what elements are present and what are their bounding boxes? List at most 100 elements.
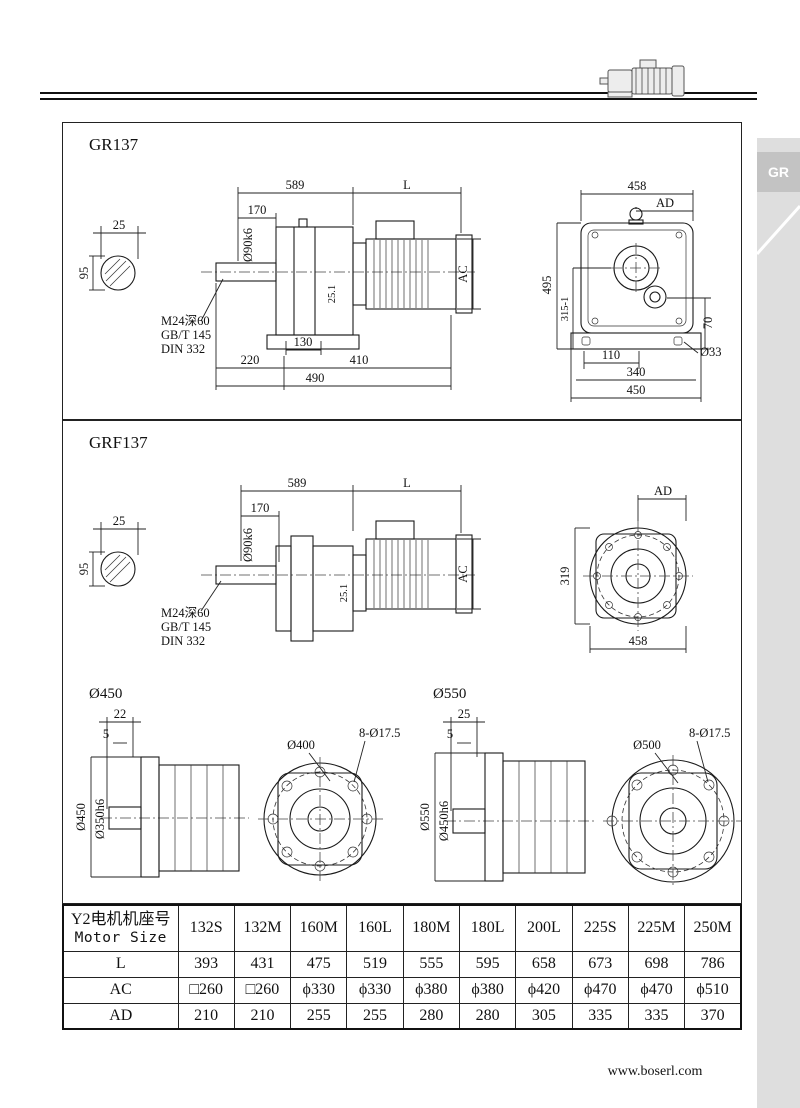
row-label: L bbox=[62, 950, 179, 978]
table-cell: 210 bbox=[177, 1002, 235, 1030]
table-cell: 555 bbox=[402, 950, 460, 978]
row-label: AD bbox=[62, 1002, 179, 1030]
std-din: DIN 332 bbox=[161, 342, 205, 356]
dim-70: 70 bbox=[701, 317, 715, 330]
grf137-side-view: 589 L 170 Ø90k6 AC 25.1 M24深60 GB/T 145 … bbox=[161, 476, 481, 648]
dim-22: 22 bbox=[114, 707, 127, 721]
dim-5: 5 bbox=[447, 727, 453, 741]
dim-dia500: Ø500 bbox=[633, 738, 661, 752]
dim-shaft-95: 95 bbox=[77, 267, 91, 280]
header-rule bbox=[40, 92, 757, 100]
table-cell: □260 bbox=[233, 976, 292, 1004]
table-cell: 431 bbox=[233, 950, 292, 978]
table-cell: 595 bbox=[458, 950, 517, 978]
motor-size-header-cn: Y2电机机座号 bbox=[70, 910, 171, 928]
dim-shaft-dia: Ø90k6 bbox=[241, 228, 255, 262]
dim-589: 589 bbox=[286, 178, 305, 192]
dim-L: L bbox=[403, 476, 411, 490]
gr137-side-view: 589 L 170 Ø90k6 AC 25.1 M24深60 GB/T 145 … bbox=[161, 178, 481, 390]
table-cell: 475 bbox=[290, 950, 348, 978]
flange450-title: Ø450 bbox=[89, 686, 122, 702]
dim-130: 130 bbox=[294, 335, 313, 349]
table-cell: ϕ470 bbox=[571, 976, 629, 1004]
dim-450: 450 bbox=[627, 383, 646, 397]
dim-170: 170 bbox=[248, 203, 267, 217]
dim-8-holes: 8-Ø17.5 bbox=[359, 726, 400, 740]
gr137-section-title: GR137 bbox=[89, 135, 139, 154]
gr137-drawing: GR137 25 95 bbox=[77, 135, 722, 402]
flange550-front-view: Ø500 8-Ø17.5 bbox=[603, 726, 741, 885]
dim-319: 319 bbox=[558, 567, 572, 586]
dim-dia550: Ø550 bbox=[418, 803, 432, 831]
dim-25-1: 25.1 bbox=[327, 285, 338, 303]
flange550-title: Ø550 bbox=[433, 686, 466, 702]
std-din: DIN 332 bbox=[161, 634, 205, 648]
table-cell: 335 bbox=[571, 1002, 629, 1030]
col-header: 132S bbox=[177, 904, 235, 952]
table-cell: ϕ420 bbox=[515, 976, 573, 1004]
dim-8-holes: 8-Ø17.5 bbox=[689, 726, 730, 740]
col-header: 160M bbox=[290, 904, 348, 952]
table-cell: 280 bbox=[458, 1002, 517, 1030]
col-header: 200L bbox=[515, 904, 573, 952]
table-cell: 786 bbox=[684, 950, 742, 978]
dim-25-1: 25.1 bbox=[339, 584, 350, 602]
std-gbt: GB/T 145 bbox=[161, 620, 211, 634]
table-cell: 305 bbox=[515, 1002, 573, 1030]
table-row-L: L 393 431 475 519 555 595 658 673 698 78… bbox=[62, 950, 742, 978]
dim-495: 495 bbox=[540, 276, 554, 295]
dim-dia450: Ø450 bbox=[74, 803, 88, 831]
table-cell: 393 bbox=[177, 950, 235, 978]
table-cell: 255 bbox=[290, 1002, 348, 1030]
gearmotor-icon bbox=[599, 59, 685, 98]
gr137-shaft-cross-section: 25 95 bbox=[77, 218, 146, 291]
dim-340: 340 bbox=[627, 365, 646, 379]
dim-589: 589 bbox=[288, 476, 307, 490]
table-row-AC: AC □260 □260 ϕ330 ϕ330 ϕ380 ϕ380 ϕ420 ϕ4… bbox=[62, 976, 742, 1004]
table-cell: 210 bbox=[233, 1002, 292, 1030]
dim-25: 25 bbox=[458, 707, 471, 721]
table-row-AD: AD 210 210 255 255 280 280 305 335 335 3… bbox=[62, 1002, 742, 1030]
table-header-row: Y2电机机座号 Motor Size 132S 132M 160M 160L 1… bbox=[62, 904, 742, 952]
dim-shaft-25: 25 bbox=[113, 514, 126, 528]
thread-spec: M24深60 bbox=[161, 606, 210, 620]
page-edge-strip bbox=[757, 138, 800, 1108]
dim-170: 170 bbox=[251, 501, 270, 515]
table-cell: 370 bbox=[684, 1002, 742, 1030]
col-header: 180L bbox=[458, 904, 517, 952]
col-header: 225M bbox=[627, 904, 686, 952]
col-header: 225S bbox=[571, 904, 629, 952]
table-cell: 280 bbox=[402, 1002, 460, 1030]
table-cell: ϕ510 bbox=[684, 976, 742, 1004]
table-cell: ϕ380 bbox=[402, 976, 460, 1004]
gr137-panel: GR137 25 95 bbox=[62, 122, 742, 420]
grf137-panel: GRF137 25 95 bbox=[62, 420, 742, 904]
dim-220: 220 bbox=[241, 353, 260, 367]
table-cell: 673 bbox=[571, 950, 629, 978]
dim-dia350h6: Ø350h6 bbox=[93, 799, 107, 839]
dim-L: L bbox=[403, 178, 411, 192]
motor-size-table: Y2电机机座号 Motor Size 132S 132M 160M 160L 1… bbox=[62, 904, 742, 1030]
table-cell: 658 bbox=[515, 950, 573, 978]
table-cell: 335 bbox=[627, 1002, 686, 1030]
dim-shaft-25: 25 bbox=[113, 218, 126, 232]
website-url: www.boserl.com bbox=[607, 1064, 703, 1079]
flange450-side-view: Ø450 22 5 Ø450 Ø350h6 bbox=[74, 686, 249, 878]
dim-AC: AC bbox=[456, 265, 470, 282]
dim-shaft-dia: Ø90k6 bbox=[241, 528, 255, 562]
index-tab-gr: GR bbox=[757, 152, 800, 192]
dim-490: 490 bbox=[306, 371, 325, 385]
dim-dia400: Ø400 bbox=[287, 738, 315, 752]
dim-458: 458 bbox=[629, 634, 648, 648]
flange550-side-view: Ø550 25 5 Ø550 Ø450h6 bbox=[418, 686, 595, 882]
table-cell: □260 bbox=[177, 976, 235, 1004]
table-cell: ϕ330 bbox=[290, 976, 348, 1004]
flange450-front-view: Ø400 8-Ø17.5 bbox=[258, 726, 400, 881]
motor-size-header: Y2电机机座号 Motor Size bbox=[62, 904, 179, 952]
std-gbt: GB/T 145 bbox=[161, 328, 211, 342]
dim-shaft-95: 95 bbox=[77, 563, 91, 576]
dim-AC: AC bbox=[456, 565, 470, 582]
col-header: 160L bbox=[346, 904, 404, 952]
dim-315: 315-1 bbox=[560, 297, 571, 322]
grf137-shaft-cross-section: 25 95 bbox=[77, 514, 146, 587]
